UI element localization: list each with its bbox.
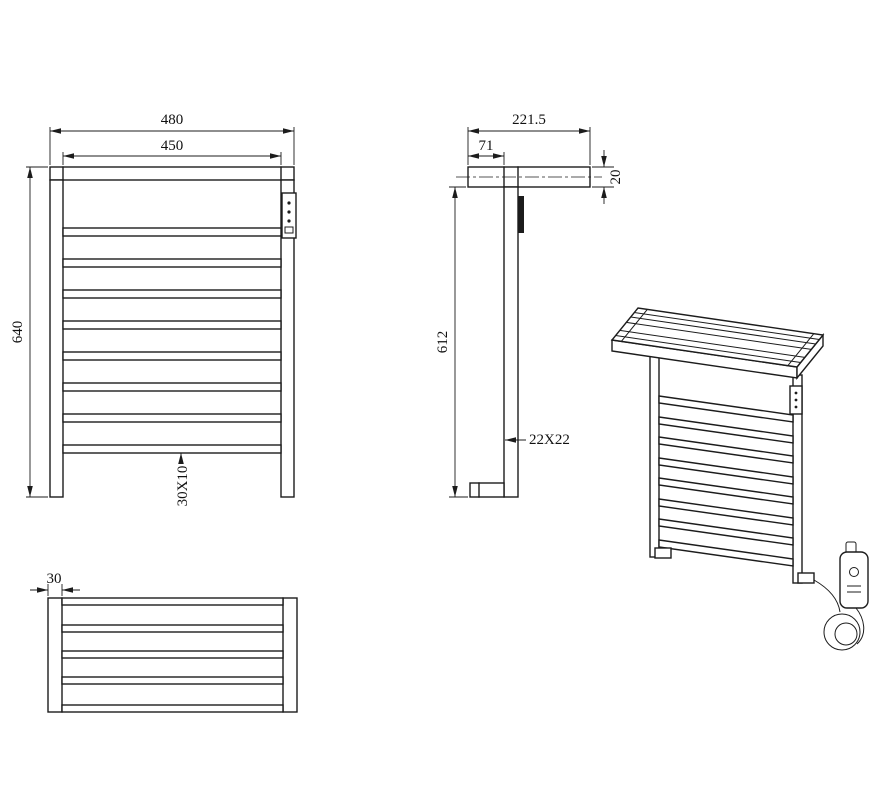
front-view: 480 450 640 30X10	[10, 112, 297, 506]
dim-label-30x10: 30X10	[175, 466, 191, 507]
perspective-view	[610, 307, 869, 651]
front-view-body	[49, 166, 297, 498]
wall-foot-left	[654, 547, 672, 559]
side-view-body	[456, 166, 602, 498]
control-panel-3d	[789, 385, 803, 415]
dim-overall-depth: 221.5	[467, 112, 591, 165]
control-panel-side	[518, 196, 524, 233]
side-view: 221.5 71 20 612 22X22	[435, 112, 624, 498]
dim-label-640: 640	[10, 321, 26, 344]
dim-label-480: 480	[161, 112, 184, 128]
dim-rail-height: 612	[435, 186, 468, 498]
dim-bracket-offset: 71	[468, 138, 505, 165]
top-shelf-3d	[610, 307, 825, 380]
dim-overall-width: 480	[49, 112, 295, 165]
dim-label-612: 612	[435, 331, 451, 354]
dim-label-20: 20	[608, 170, 624, 185]
control-panel-front	[281, 192, 297, 239]
plug-controller	[839, 541, 869, 609]
dim-post-width: 30	[30, 571, 80, 596]
dim-shelf-thickness: 20	[592, 150, 624, 204]
top-view-body	[47, 597, 298, 713]
dim-inner-width: 450	[62, 138, 282, 165]
dim-label-221-5: 221.5	[512, 112, 546, 128]
power-cord	[813, 579, 865, 651]
dim-label-30: 30	[47, 571, 62, 587]
dim-bar-section: 30X10	[175, 453, 191, 506]
dim-overall-height: 640	[10, 166, 48, 498]
wall-foot-right	[797, 572, 815, 584]
dim-post-section: 22X22	[505, 432, 570, 448]
dim-label-450: 450	[161, 138, 184, 154]
dim-label-71: 71	[479, 138, 494, 154]
dim-label-22x22: 22X22	[529, 432, 570, 448]
top-view: 30	[30, 571, 298, 713]
